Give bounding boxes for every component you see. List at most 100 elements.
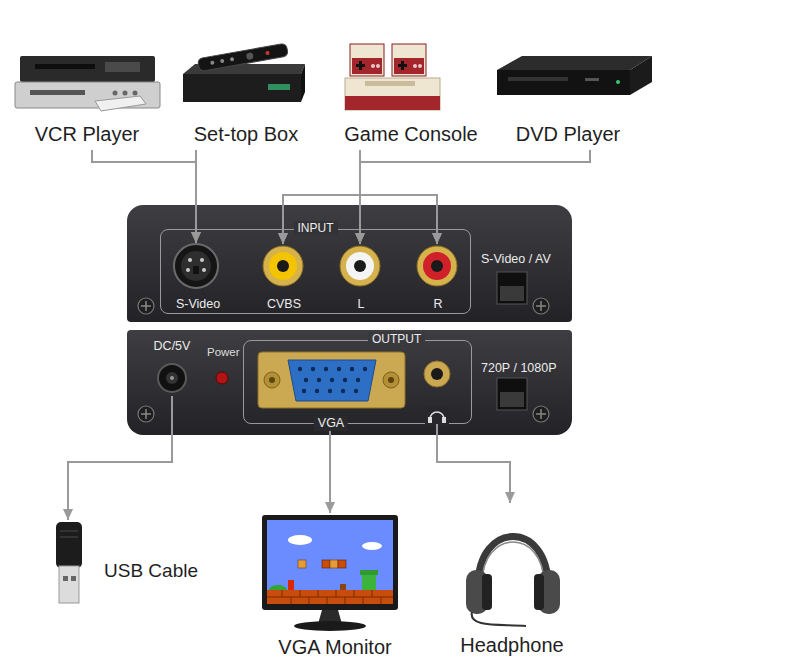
game-console-illustration [401, 61, 404, 70]
output-frame: OUTPUTVGA [243, 340, 472, 424]
monitor-illustration [322, 560, 330, 568]
set-top-box-illustration [246, 52, 254, 60]
monitor-illustration [267, 590, 393, 604]
vcr-illustration [30, 90, 85, 95]
node-text: VGA [314, 416, 348, 431]
monitor-illustration [262, 515, 398, 631]
converter-input-panel: S-Video / AVINPUTS-VideoCVBSLR [127, 205, 572, 322]
set-top-box-illustration [265, 51, 270, 56]
dvd-player-illustration [497, 70, 630, 95]
vcr-illustration [123, 91, 128, 96]
usb-cable: USB Cable [50, 520, 200, 605]
monitor-illustration [330, 560, 338, 568]
monitor-illustration [267, 520, 393, 604]
headphone-illustration [466, 537, 560, 627]
vcr-illustration [95, 96, 146, 111]
usb-plug-illustration [60, 536, 78, 538]
node-text: VGA Monitor [255, 635, 415, 659]
connector-arrow [437, 424, 515, 503]
game-console-illustration [398, 64, 407, 67]
dc-power-port: DC/5V [147, 338, 197, 396]
set-top-box-illustration [220, 59, 225, 64]
vcr-illustration [15, 82, 160, 108]
game-console-illustration [413, 64, 417, 68]
arrow-head [505, 492, 515, 503]
arrow-head [325, 502, 335, 513]
node-text: S-Video / AV [481, 252, 551, 267]
game-console-illustration [345, 78, 440, 110]
node-text: DVD Player [487, 122, 649, 146]
monitor-illustration [338, 560, 346, 568]
vga-monitor: VGA Monitor [255, 513, 415, 660]
node-text: Headphone [452, 633, 572, 657]
vcr-illustration [20, 56, 155, 82]
game-console-illustration [356, 64, 365, 67]
dvd-player-illustration [497, 56, 652, 70]
game-console-illustration [359, 61, 362, 70]
usb-plug-illustration [56, 522, 82, 603]
headphone-illustration [534, 574, 544, 610]
headphone-illustration [538, 570, 560, 614]
node-text: 720P / 1080P [481, 361, 557, 376]
node-text: OUTPUT [368, 332, 425, 346]
game-console-illustration [352, 58, 382, 74]
game-console-illustration [345, 44, 440, 110]
vga-port: VGA [256, 349, 406, 431]
set-top-box-illustration [301, 64, 305, 102]
game-console-illustration [394, 58, 424, 74]
set-top-box-illustration [210, 60, 215, 65]
set-top-box-illustration [183, 64, 305, 74]
node-text: S-Video [163, 297, 233, 312]
indicator-label: Power [207, 346, 240, 360]
vcr-illustration [133, 91, 138, 96]
source-device: Game Console [335, 38, 487, 150]
input-frame: INPUTS-VideoCVBSLR [160, 229, 471, 314]
set-top-box-illustration [230, 57, 235, 62]
dvd-player-illustration [616, 80, 620, 84]
source-device: VCR Player [7, 50, 167, 150]
svideo-port: S-Video [163, 243, 233, 315]
source-device: Set-top Box [175, 40, 317, 150]
node-text: L [336, 297, 386, 312]
headphone-illustration [472, 612, 526, 626]
vcr-illustration [35, 64, 95, 69]
game-console-illustration [350, 44, 384, 76]
game-console-illustration [365, 81, 415, 86]
monitor-illustration [288, 580, 294, 590]
usb-plug-illustration [59, 566, 79, 603]
monitor-illustration [298, 560, 306, 568]
set-top-box-illustration [183, 74, 301, 102]
converter-output-panel: 720P / 1080PDC/5VOUTPUTVGA [127, 330, 572, 435]
headphone-illustration [478, 537, 548, 587]
monitor-illustration [340, 584, 346, 590]
node-text: Set-top Box [175, 122, 317, 146]
set-top-box-illustration [183, 43, 305, 102]
headphone-illustration [466, 570, 488, 614]
monitor-illustration [362, 574, 376, 590]
node-text: DC/5V [147, 339, 197, 354]
usb-plug-illustration [60, 530, 78, 532]
monitor-illustration [288, 535, 312, 545]
vcr-illustration [113, 91, 118, 96]
set-top-box-illustration [197, 43, 288, 71]
monitor-illustration [267, 590, 393, 604]
node-text: Game Console [335, 122, 487, 146]
dvd-player-illustration [585, 78, 599, 81]
rca-port: CVBS [254, 244, 314, 315]
vcr-illustration [15, 56, 160, 111]
connector-line [437, 424, 510, 503]
game-console-illustration [371, 64, 375, 68]
source-device: DVD Player [487, 50, 649, 150]
dvd-player-illustration [508, 77, 568, 81]
game-console-illustration [376, 64, 380, 68]
node-text: R [413, 297, 463, 312]
arrow-head [63, 509, 73, 520]
usb-plug-illustration [56, 522, 82, 568]
node-text: USB Cable [104, 560, 198, 583]
monitor-illustration [318, 610, 342, 624]
dvd-player-illustration [497, 56, 652, 95]
usb-plug-illustration [71, 576, 76, 581]
dvd-player-illustration [630, 56, 652, 95]
game-console-illustration [392, 44, 426, 76]
